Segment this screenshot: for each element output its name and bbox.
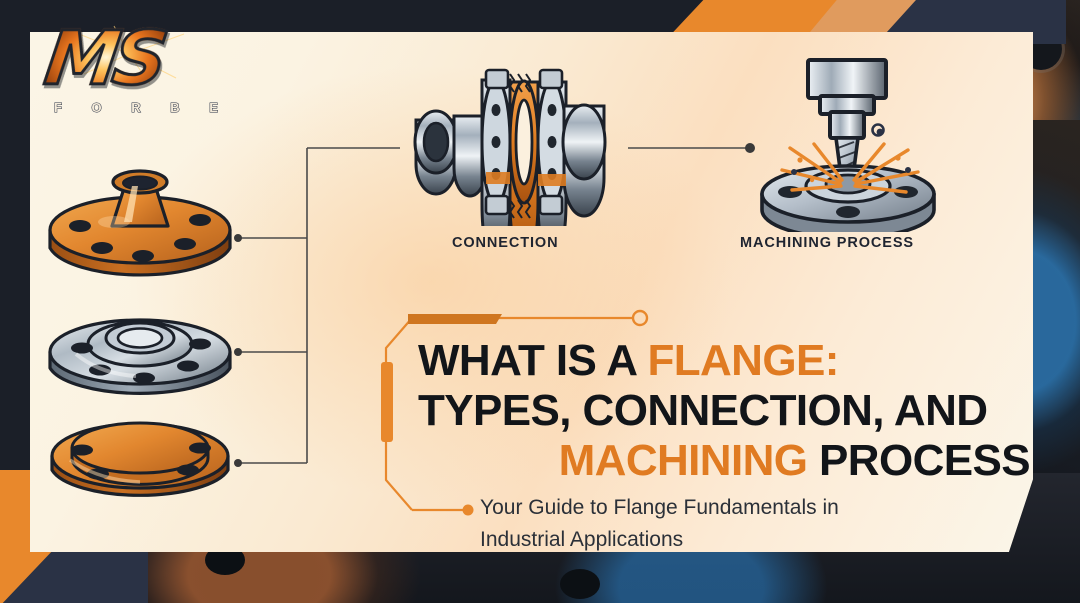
logo-wordmark: F O R B E (54, 100, 231, 116)
title-accent-bar (381, 362, 393, 442)
title-line2: TYPES, CONNECTION, AND (418, 386, 988, 435)
flange-illustration-weld-neck (40, 160, 240, 290)
connection-illustration (398, 58, 630, 270)
title-line3-plain: PROCESS (819, 436, 1031, 485)
photo-bolt-hole (560, 569, 600, 599)
brand-logo[interactable]: MS F O R B E (38, 15, 240, 131)
connection-label: CONNECTION (452, 235, 559, 251)
title-line3-highlight: MACHINING (558, 436, 820, 485)
machining-label: MACHINING PROCESS (740, 235, 915, 251)
page-title: WHAT IS A FLANGE: TYPES, CONNECTION, AND… (418, 336, 1038, 486)
spark-rays-icon (780, 142, 920, 194)
logo-monogram: MS (38, 15, 168, 104)
subtitle-line2: Industrial Applications (480, 528, 684, 551)
subtitle-line1: Your Guide to Flange Fundamentals in (480, 496, 839, 519)
flange-illustration-blind (40, 408, 240, 513)
machining-illustration (748, 52, 958, 240)
flange-illustration-slip-on (40, 300, 240, 405)
page-subtitle: Your Guide to Flange Fundamentals in Ind… (480, 492, 1050, 556)
logo-mark: MS (38, 15, 211, 104)
title-line1-plain: WHAT IS A (418, 336, 648, 385)
title-line1-highlight: FLANGE: (647, 336, 839, 385)
